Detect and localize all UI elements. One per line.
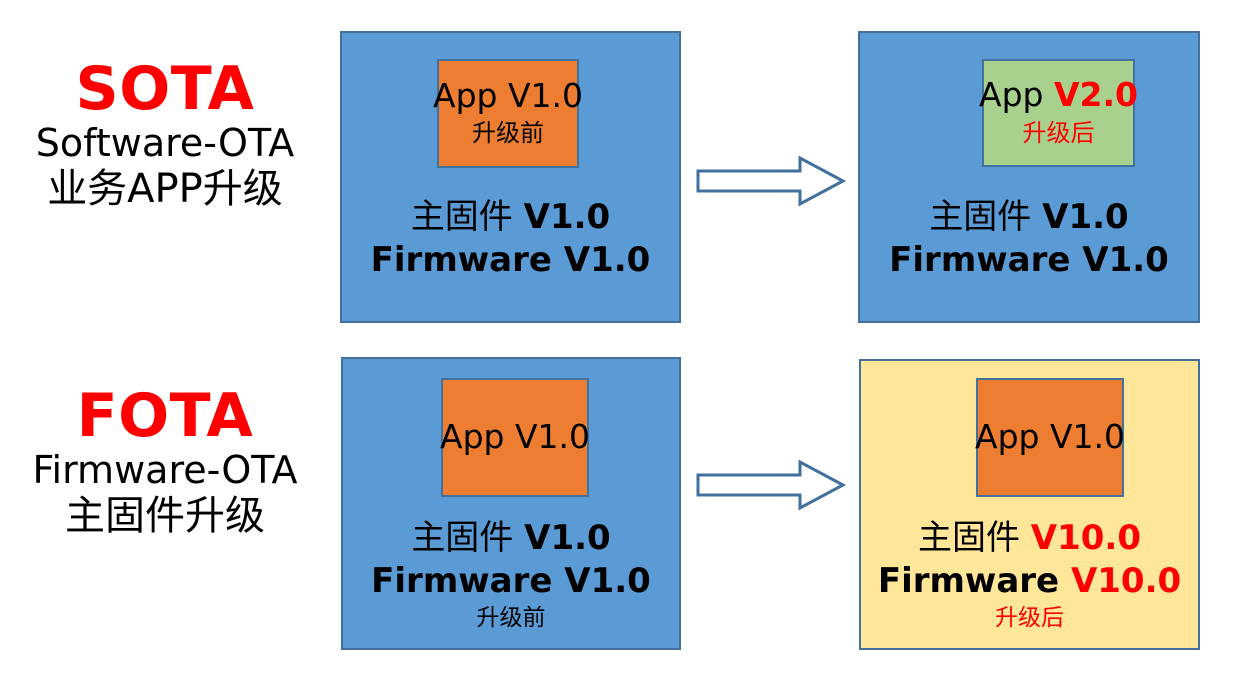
sota-before-firmware-cn-label: 主固件: [410, 197, 524, 237]
sota-after-app-note: 升级后: [1022, 118, 1095, 147]
legend-fota: FOTA Firmware-OTA 主固件升级: [0, 385, 330, 540]
sota-after-app-version: App V2.0: [979, 77, 1138, 113]
fota-before-firmware-text: 主固件 V1.0 Firmware V1.0 升级前: [343, 517, 679, 634]
legend-subtitle-cn-fota: 主固件升级: [65, 492, 265, 539]
legend-subtitle-en-sota: Software-OTA: [35, 121, 295, 165]
legend-sota: SOTA Software-OTA 业务APP升级: [0, 58, 330, 213]
sota-before-firmware-text: 主固件 V1.0 Firmware V1.0: [342, 196, 679, 281]
fota-after-app-box: App V1.0: [975, 378, 1126, 497]
sota-after-app-version-value: V2.0: [1053, 75, 1138, 115]
fota-after-firmware-en-version: V10.0: [1070, 560, 1182, 601]
sota-after-firmware-cn-label: 主固件: [929, 197, 1043, 237]
sota-after-firmware-en-label: Firmware: [889, 239, 1083, 280]
fota-before-firmware-cn-label: 主固件: [411, 518, 525, 558]
sota-after-panel: App V2.0 升级后 主固件 V1.0 Firmware V1.0: [858, 31, 1200, 323]
sota-before-firmware-en: Firmware V1.0: [342, 239, 679, 282]
fota-right-arrow-icon: [696, 459, 846, 511]
fota-after-firmware-text: 主固件 V10.0 Firmware V10.0 升级后: [861, 517, 1198, 634]
sota-after-firmware-cn: 主固件 V1.0: [860, 196, 1198, 239]
sota-after-firmware-en-version: V1.0: [1082, 239, 1169, 280]
sota-after-firmware-cn-version: V1.0: [1042, 197, 1129, 237]
sota-before-app-note: 升级前: [472, 119, 544, 148]
sota-before-firmware-cn: 主固件 V1.0: [342, 196, 679, 239]
sota-before-app-version: App V1.0: [433, 75, 584, 115]
fota-before-firmware-en-version: V1.0: [564, 560, 651, 601]
fota-before-panel: App V1.0 主固件 V1.0 Firmware V1.0 升级前: [341, 357, 681, 650]
fota-after-firmware-cn-version: V10.0: [1030, 518, 1141, 558]
sota-before-panel: App V1.0 升级前 主固件 V1.0 Firmware V1.0: [340, 31, 681, 323]
fota-before-app-version: App V1.0: [440, 417, 591, 457]
sota-before-firmware-cn-version: V1.0: [523, 197, 611, 237]
legend-acronym-fota: FOTA: [76, 381, 254, 451]
sota-after-firmware-en: Firmware V1.0: [860, 239, 1198, 282]
fota-before-firmware-en-label: Firmware: [371, 560, 565, 601]
sota-after-firmware-text: 主固件 V1.0 Firmware V1.0: [860, 196, 1198, 281]
fota-after-app-version: App V1.0: [975, 417, 1126, 457]
fota-after-panel: App V1.0 主固件 V10.0 Firmware V10.0 升级后: [859, 359, 1200, 650]
fota-before-note: 升级前: [476, 605, 546, 631]
sota-after-app-label: App: [979, 75, 1054, 115]
fota-before-app-box: App V1.0: [440, 378, 591, 497]
sota-before-app-box: App V1.0 升级前: [433, 59, 583, 168]
fota-after-firmware-en: Firmware V10.0: [861, 560, 1198, 603]
fota-after-firmware-cn: 主固件 V10.0: [861, 517, 1198, 560]
fota-after-note: 升级后: [995, 605, 1064, 631]
fota-before-firmware-cn-version: V1.0: [524, 518, 611, 558]
sota-right-arrow-icon: [696, 155, 846, 207]
legend-subtitle-en-fota: Firmware-OTA: [32, 448, 298, 492]
legend-subtitle-cn-sota: 业务APP升级: [47, 165, 283, 212]
fota-before-firmware-en: Firmware V1.0: [343, 560, 679, 603]
sota-after-app-box: App V2.0 升级后: [979, 59, 1138, 167]
fota-after-firmware-en-label: Firmware: [877, 560, 1071, 601]
sota-before-firmware-en-label: Firmware: [370, 239, 564, 280]
legend-acronym-sota: SOTA: [75, 54, 255, 124]
fota-before-firmware-cn: 主固件 V1.0: [343, 517, 679, 560]
fota-after-firmware-cn-label: 主固件: [917, 518, 1031, 558]
sota-before-firmware-en-version: V1.0: [563, 239, 651, 280]
